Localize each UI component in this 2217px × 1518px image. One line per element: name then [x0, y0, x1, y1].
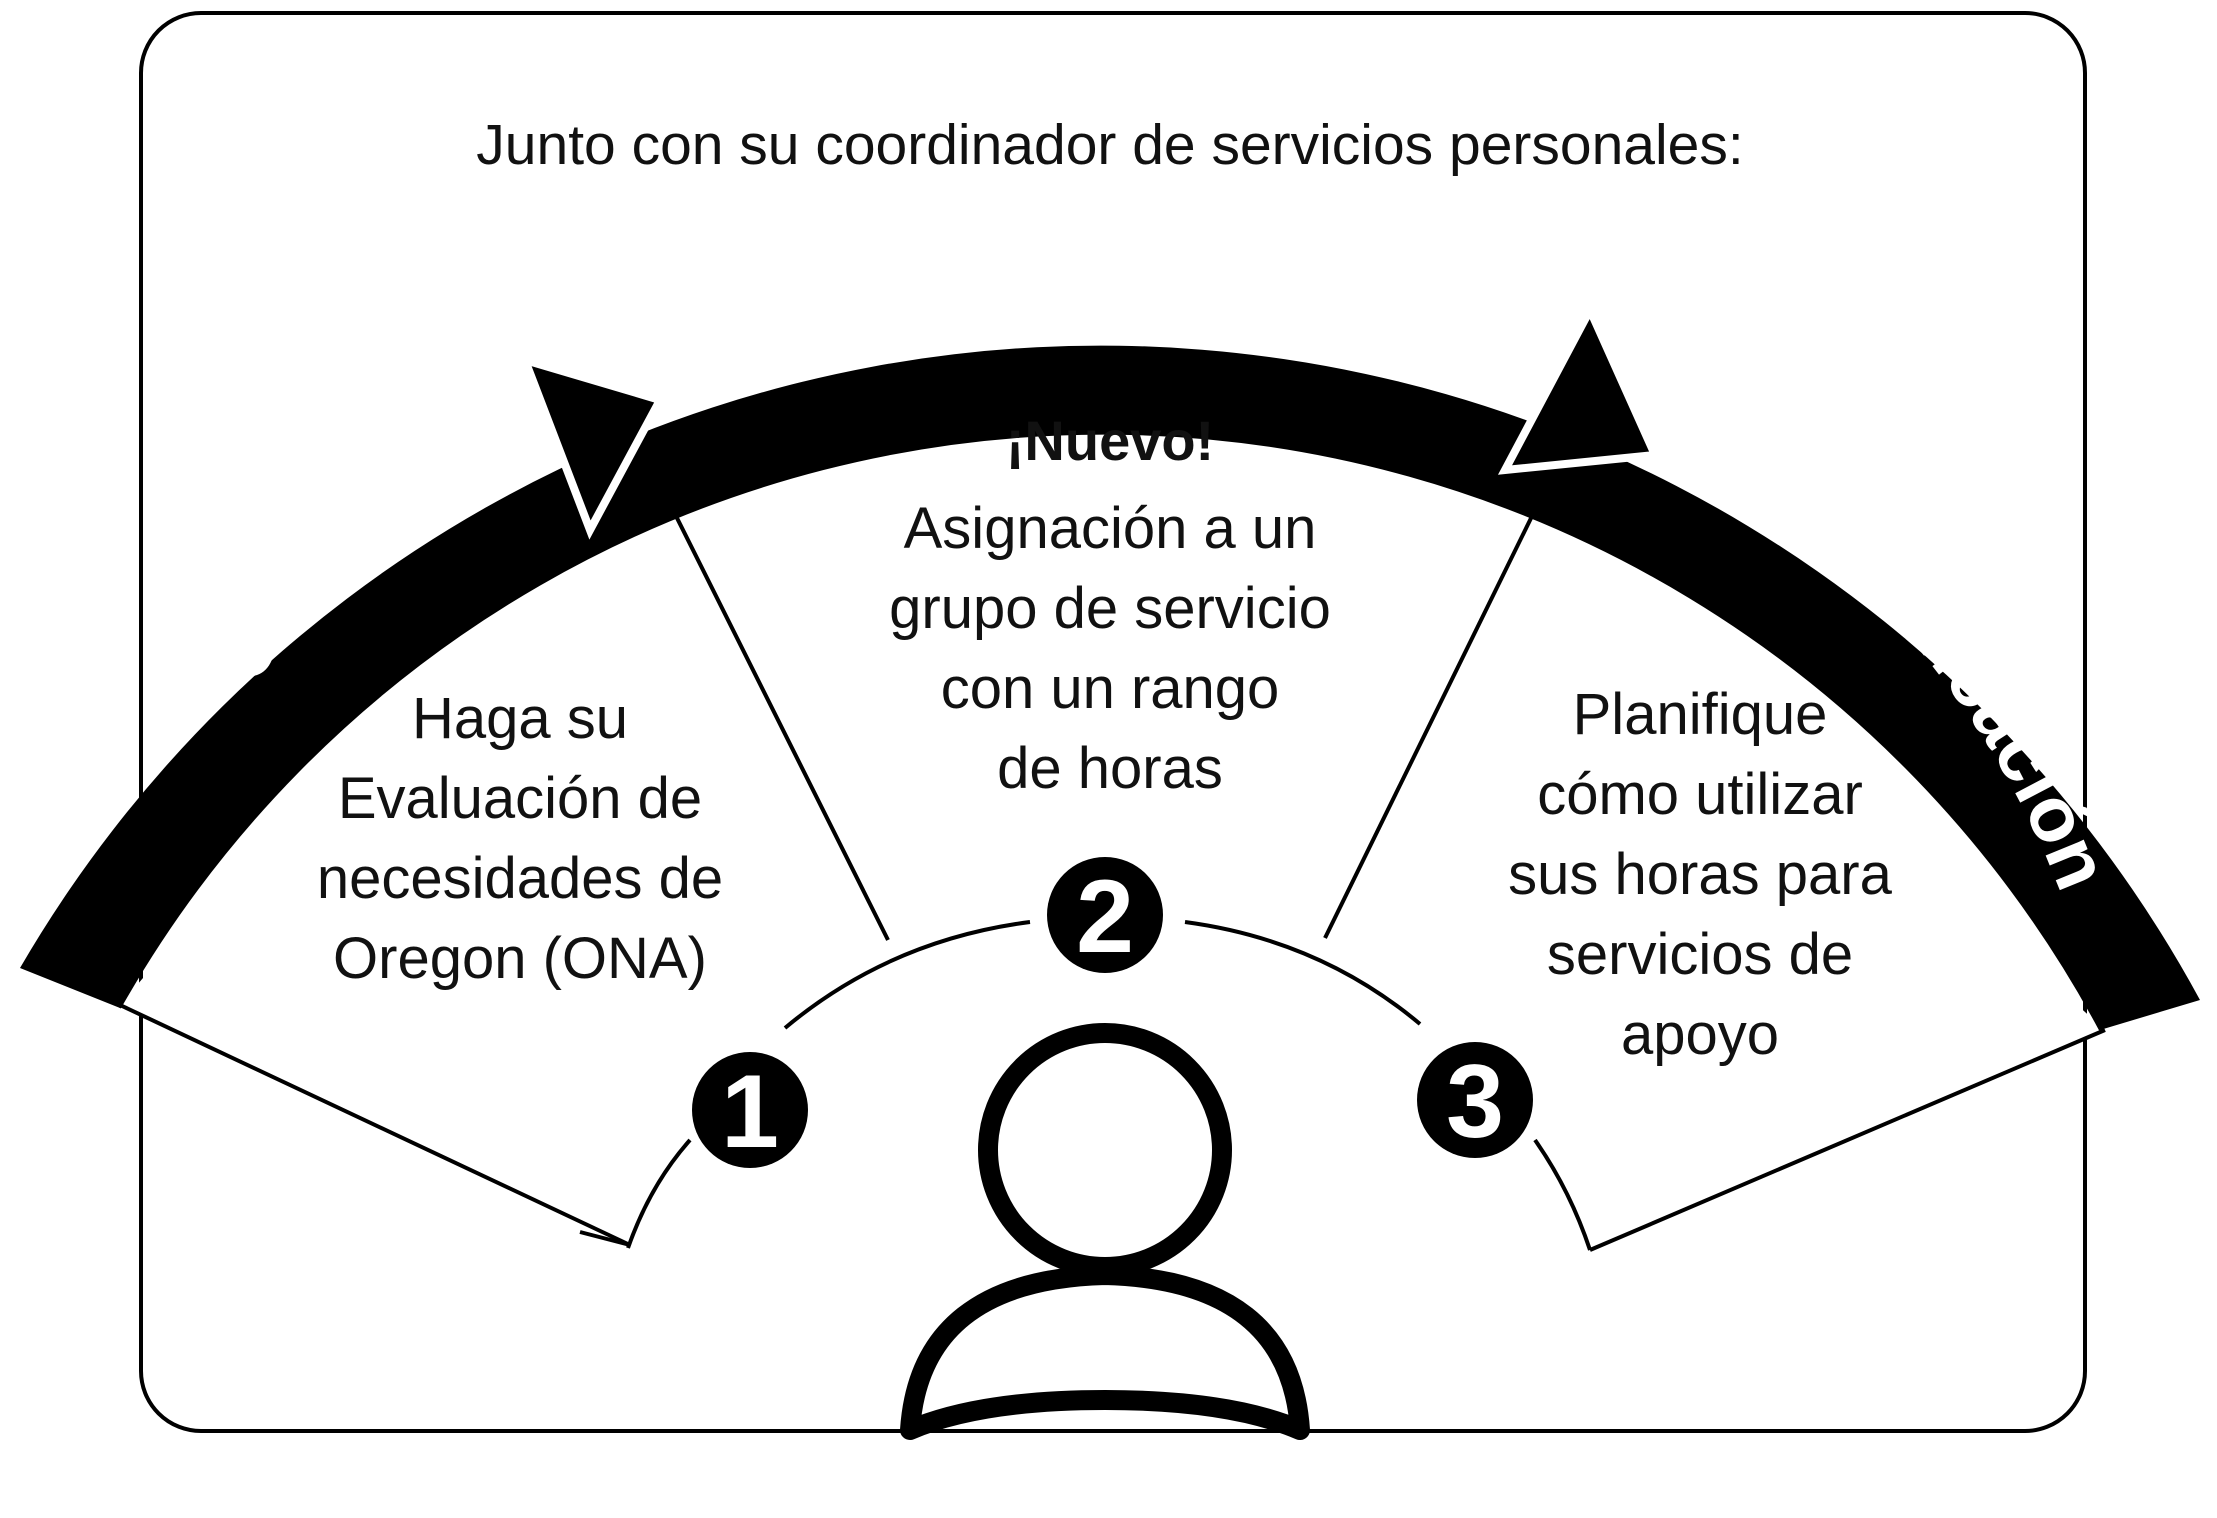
- intro-text: Junto con su coordinador de servicios pe…: [476, 113, 1743, 177]
- step-1-badge: 1: [692, 1052, 808, 1170]
- step-1-text: Haga su Evaluación de necesidades de Ore…: [317, 686, 723, 991]
- fan-wedges: [120, 372, 2105, 1250]
- svg-text:con un rango: con un rango: [941, 656, 1280, 721]
- svg-text:Haga su: Haga su: [412, 686, 628, 751]
- svg-text:necesidades de: necesidades de: [317, 846, 723, 911]
- arc-band: [20, 345, 2200, 1030]
- svg-text:sus horas para: sus horas para: [1508, 842, 1892, 907]
- arrow-head-1: [518, 353, 666, 540]
- wedge-right: [1330, 512, 2105, 1250]
- step-2-text: ¡Nuevo! Asignación a un grupo de servici…: [889, 409, 1331, 801]
- person-icon: [900, 1023, 1310, 1440]
- svg-text:Evaluación de: Evaluación de: [338, 766, 702, 831]
- svg-text:cómo utilizar: cómo utilizar: [1537, 762, 1863, 827]
- svg-text:Asignación a un: Asignación a un: [904, 496, 1317, 561]
- svg-text:servicios de: servicios de: [1547, 922, 1853, 987]
- new-badge-text: ¡Nuevo!: [1006, 409, 1214, 472]
- step-3-text: Planifique cómo utilizar sus horas para …: [1508, 682, 1892, 1067]
- step-3-badge: 3: [1417, 1042, 1533, 1160]
- fan-lines: [119, 499, 2106, 1252]
- step-2-badge: 2: [1047, 857, 1163, 975]
- arc-inner-edge: [119, 432, 2101, 1031]
- svg-text:1: 1: [721, 1054, 779, 1170]
- svg-text:2: 2: [1076, 859, 1134, 975]
- svg-text:grupo de servicio: grupo de servicio: [889, 576, 1331, 641]
- svg-text:3: 3: [1446, 1044, 1504, 1160]
- outer-frame: [139, 11, 2087, 1433]
- wedge-left: [120, 372, 885, 1245]
- svg-text:Oregon (ONA): Oregon (ONA): [333, 926, 707, 991]
- svg-text:apoyo: apoyo: [1621, 1002, 1779, 1067]
- arrow-head-2: [1497, 300, 1661, 475]
- svg-text:de horas: de horas: [997, 736, 1223, 801]
- arc-label-grupo: Grupo de servicio: [729, 217, 1441, 362]
- svg-text:Planifique: Planifique: [1573, 682, 1828, 747]
